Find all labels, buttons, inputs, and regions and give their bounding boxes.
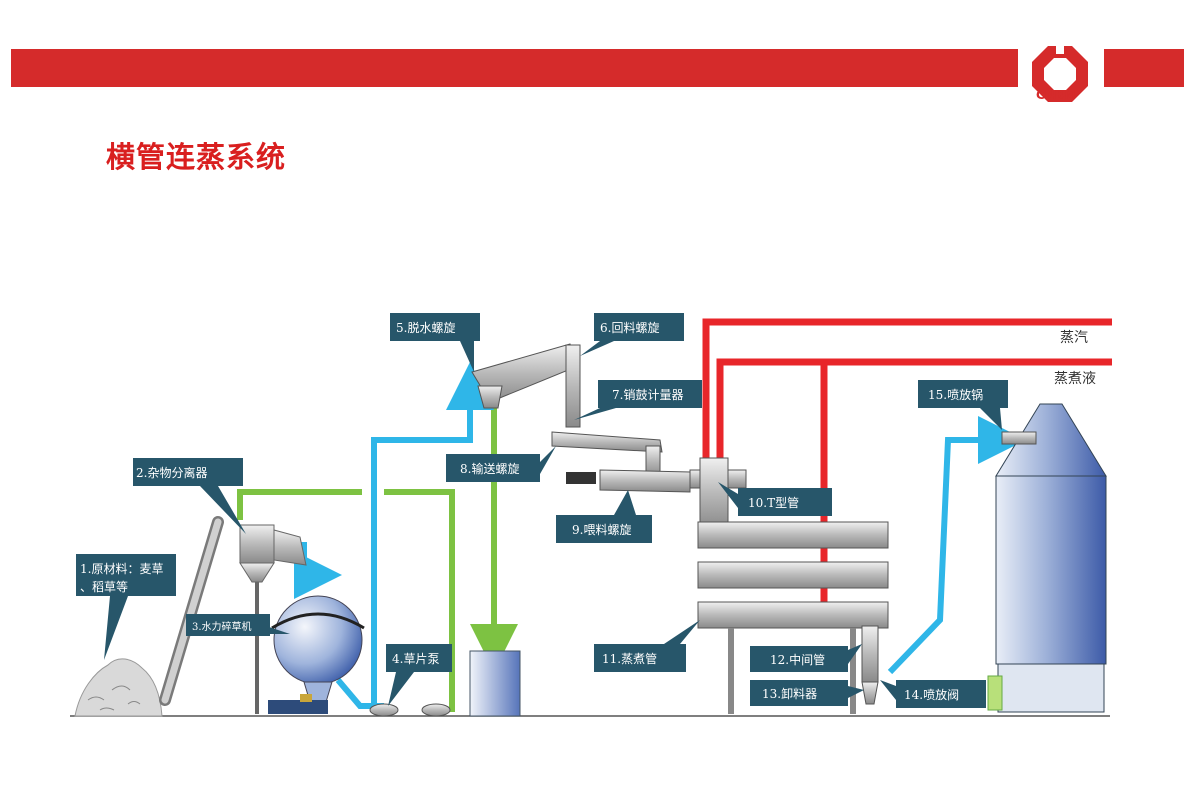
screw-equipment <box>471 343 663 477</box>
green-pipes <box>237 408 518 712</box>
callout-hydrapulper: 3.水力碎草机 <box>186 614 290 636</box>
label-pump: 4.草片泵 <box>392 652 439 666</box>
label-conveyor-screw: 8.输送螺旋 <box>460 461 519 476</box>
callout-pump: 4.草片泵 <box>386 644 452 706</box>
storage-chest <box>469 650 521 717</box>
callout-raw-material: 1.原材料：麦草 、稻草等 <box>76 554 176 660</box>
logo-text: CNBM <box>1036 88 1076 102</box>
callout-return-screw: 6.回料螺旋 <box>580 313 684 356</box>
label-liquor-line: 蒸煮液 <box>1054 371 1096 387</box>
cnbm-logo-icon <box>1032 40 1088 102</box>
callout-separator: 2.杂物分离器 <box>133 458 246 534</box>
callout-metering: 7.销鼓计量器 <box>574 380 702 420</box>
callout-t-pipe: 10.T型管 <box>718 482 832 516</box>
header-bar-left <box>11 49 1018 87</box>
label-t-pipe: 10.T型管 <box>748 495 799 510</box>
label-dewater-screw: 5.脱水螺旋 <box>396 320 455 335</box>
callout-feed-screw: 9.喂料螺旋 <box>556 490 652 543</box>
middle-pipe-equipment <box>861 625 879 705</box>
label-hydrapulper: 3.水力碎草机 <box>192 620 252 633</box>
label-return-screw: 6.回料螺旋 <box>600 321 659 335</box>
label-digester-tube: 11.蒸煮管 <box>602 651 657 666</box>
label-separator: 2.杂物分离器 <box>136 465 207 480</box>
hydrapulper-equipment <box>268 595 365 714</box>
label-metering: 7.销鼓计量器 <box>612 388 683 402</box>
callout-middle-pipe: 12.中间管 <box>750 644 862 672</box>
callout-dewater-screw: 5.脱水螺旋 <box>390 313 480 372</box>
feed-screw-equipment <box>566 457 747 529</box>
label-raw-material-2: 、稻草等 <box>80 580 128 594</box>
header-bar-right <box>1104 49 1184 87</box>
label-blow-valve: 14.喷放阀 <box>904 687 959 702</box>
label-blow-tank: 15.喷放锅 <box>928 387 983 402</box>
blow-tank-equipment <box>987 403 1107 713</box>
label-feed-screw: 9.喂料螺旋 <box>572 523 631 537</box>
label-raw-material-1: 1.原材料：麦草 <box>80 562 163 576</box>
pump-equipment <box>369 703 451 717</box>
callout-blow-valve: 14.喷放阀 <box>880 680 986 708</box>
label-discharger: 13.卸料器 <box>762 686 817 701</box>
label-steam-line: 蒸汽 <box>1060 330 1088 346</box>
raw-material-pile <box>74 658 163 717</box>
digester-tubes <box>697 521 889 714</box>
separator-equipment <box>239 524 307 714</box>
callout-blow-tank: 15.喷放锅 <box>918 380 1008 430</box>
callout-discharger: 13.卸料器 <box>750 680 864 706</box>
page-title: 横管连蒸系统 <box>106 140 287 174</box>
callout-digester-tube: 11.蒸煮管 <box>594 620 700 672</box>
callout-conveyor-screw: 8.输送螺旋 <box>446 446 556 482</box>
inclined-conveyor <box>159 516 224 706</box>
label-middle-pipe: 12.中间管 <box>770 652 825 667</box>
